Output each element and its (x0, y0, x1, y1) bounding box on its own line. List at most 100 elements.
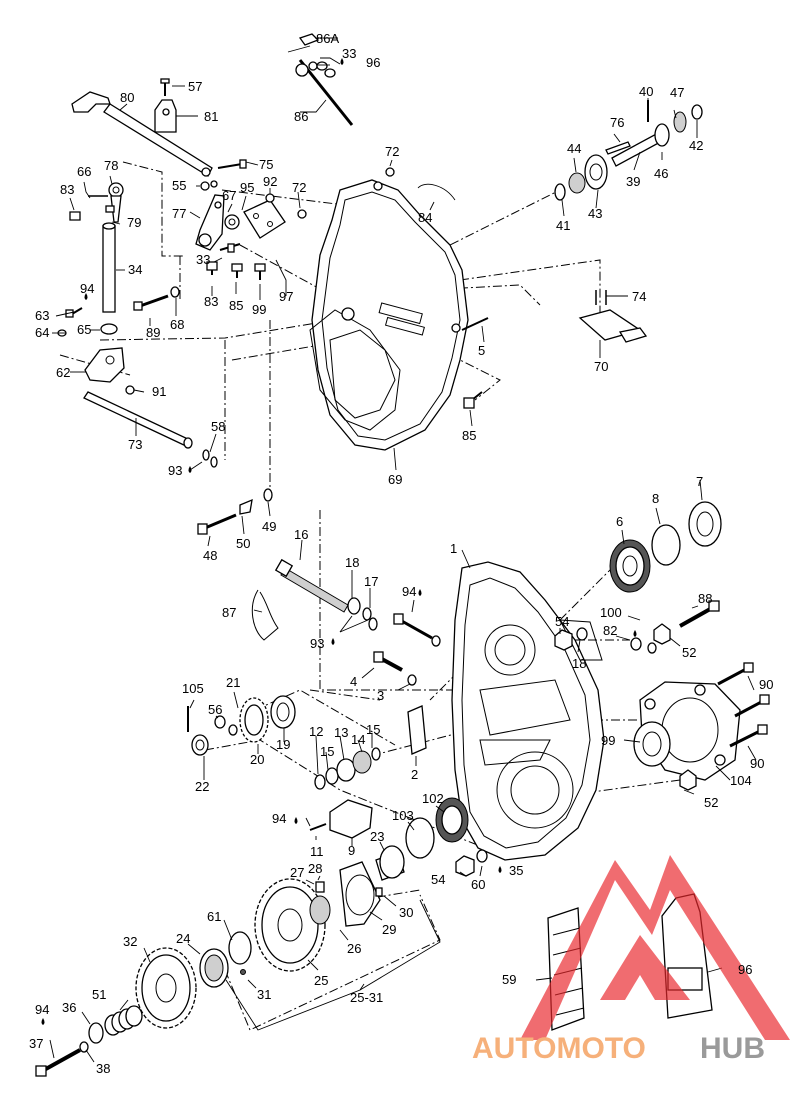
block-part (407, 705, 427, 755)
bolt-part-48 (197, 488, 273, 535)
seal-part-7 (688, 501, 722, 547)
part-label-67: 67 (222, 188, 236, 203)
part-label-20: 20 (250, 752, 264, 767)
part-label-39: 39 (626, 174, 640, 189)
part-label-73: 73 (128, 437, 142, 452)
part-label-77: 77 (172, 206, 186, 221)
retaining-ring-part (651, 524, 681, 566)
part-label-42: 42 (689, 138, 703, 153)
part-label-81: 81 (204, 109, 218, 124)
part-label-62: 62 (56, 365, 70, 380)
leader-lines (49, 37, 757, 1063)
part-label-103: 103 (392, 808, 414, 823)
part-label-99b: 99 (601, 733, 615, 748)
part-label-80: 80 (120, 90, 134, 105)
tensioner-part (578, 290, 648, 343)
lower-small-sprocket (187, 695, 296, 756)
part-label-9: 9 (348, 843, 355, 858)
part-label-83b: 83 (204, 294, 218, 309)
part-label-104: 104 (730, 773, 752, 788)
idler-gear-set (314, 747, 381, 790)
part-label-14: 14 (351, 732, 365, 747)
part-label-76: 76 (610, 115, 624, 130)
watermark-automoto: AUTOMOTO (472, 1032, 646, 1065)
automotohub-logo (520, 855, 790, 1040)
part-label-79: 79 (127, 215, 141, 230)
o-ring-part (316, 61, 336, 78)
part-label-92: 92 (263, 174, 277, 189)
part-label-35: 35 (509, 863, 523, 878)
part-label-86: 86 (294, 109, 308, 124)
part-label-33b: 33 (196, 252, 210, 267)
bolt-part-16 (274, 558, 378, 631)
part-label-49: 49 (262, 519, 276, 534)
nut-part (200, 180, 218, 191)
part-label-78: 78 (104, 158, 118, 173)
bearing-part-102 (435, 797, 469, 843)
part-label-3: 3 (377, 688, 384, 703)
bolt-part-89 (133, 286, 180, 311)
part-label-46: 46 (654, 166, 668, 181)
part-label-70: 70 (594, 359, 608, 374)
rod-part (102, 222, 116, 313)
chaincase-cover-part (309, 179, 469, 451)
part-label-66: 66 (77, 164, 91, 179)
part-label-52a: 52 (682, 645, 696, 660)
ring-part-103 (405, 817, 435, 859)
bellcrank-part (195, 194, 240, 251)
part-label-60: 60 (471, 877, 485, 892)
part-label-29: 29 (382, 922, 396, 937)
part-label-1: 1 (450, 541, 457, 556)
part-label-63: 63 (35, 308, 49, 323)
screw-part-72 (385, 167, 395, 177)
part-label-56: 56 (208, 702, 222, 717)
part-label-25: 25 (314, 973, 328, 988)
part-label-21: 21 (226, 675, 240, 690)
part-label-57: 57 (188, 79, 202, 94)
part-label-2: 2 (411, 767, 418, 782)
fastener-set-part (206, 243, 266, 280)
part-label-38: 38 (96, 1061, 110, 1076)
part-label-7: 7 (696, 474, 703, 489)
bolt-part-4 (373, 651, 417, 686)
part-label-105: 105 (182, 681, 204, 696)
watermark-hub: HUB (700, 1032, 765, 1065)
part-label-6: 6 (616, 514, 623, 529)
nut-part-54b (455, 849, 488, 877)
part-label-27: 27 (290, 865, 304, 880)
part-label-89: 89 (146, 325, 160, 340)
clip-part (202, 449, 218, 468)
part-label-50: 50 (236, 536, 250, 551)
part-label-72a: 72 (385, 144, 399, 159)
large-sprocket-assembly (199, 861, 383, 988)
wire-part (417, 183, 456, 201)
bolt-part-85 (463, 391, 483, 409)
part-label-94d: 94 (35, 1002, 49, 1017)
part-label-5: 5 (478, 343, 485, 358)
part-label-102: 102 (422, 791, 444, 806)
part-label-96a: 96 (366, 55, 380, 70)
part-label-34: 34 (128, 262, 142, 277)
shift-rod-part (287, 33, 354, 126)
part-label-91: 91 (152, 384, 166, 399)
part-label-82: 82 (603, 623, 617, 638)
part-label-17: 17 (364, 574, 378, 589)
part-label-54b: 54 (431, 872, 445, 887)
bearing-cover-part (633, 662, 770, 791)
part-label-11: 11 (310, 844, 324, 859)
part-label-41: 41 (556, 218, 570, 233)
plate-part (243, 193, 307, 239)
part-label-37: 37 (29, 1036, 43, 1051)
part-label-31: 31 (257, 987, 271, 1002)
part-label-28: 28 (308, 861, 322, 876)
lever-part (71, 91, 213, 177)
part-label-43: 43 (588, 206, 602, 221)
part-label-19: 19 (276, 737, 290, 752)
part-label-16: 16 (294, 527, 308, 542)
part-label-83a: 83 (60, 182, 74, 197)
part-label-33: 33 (342, 46, 356, 61)
part-label-44: 44 (567, 141, 581, 156)
part-label-18b: 18 (572, 656, 586, 671)
part-label-18a: 18 (345, 555, 359, 570)
